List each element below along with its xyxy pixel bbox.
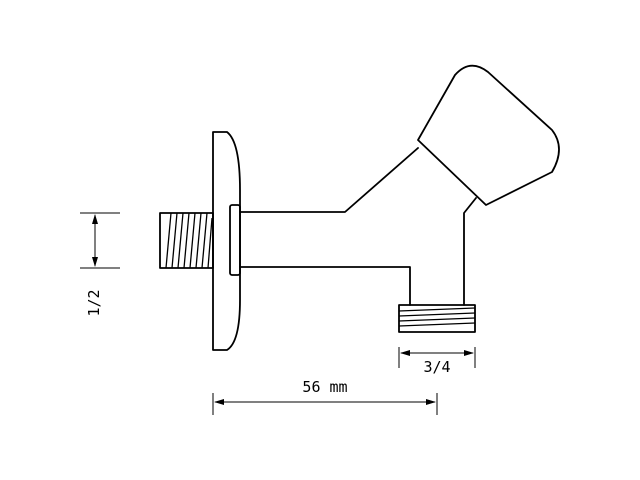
dimension-inlet: 1/2 xyxy=(80,212,120,317)
dimension-length: 56 mm xyxy=(212,378,438,415)
dimension-inlet-label: 1/2 xyxy=(85,289,103,316)
inlet-thread xyxy=(159,212,214,269)
dimension-outlet-label: 3/4 xyxy=(423,358,450,376)
valve-body-lower xyxy=(239,266,411,306)
wall-flange xyxy=(212,131,241,351)
valve-handle xyxy=(417,64,560,206)
valve-body-right xyxy=(463,197,477,306)
dimension-outlet: 3/4 xyxy=(398,347,476,376)
pipe-collar xyxy=(229,204,241,276)
outlet-thread xyxy=(398,304,476,333)
dimension-length-label: 56 mm xyxy=(302,378,347,396)
valve-body xyxy=(239,147,419,213)
